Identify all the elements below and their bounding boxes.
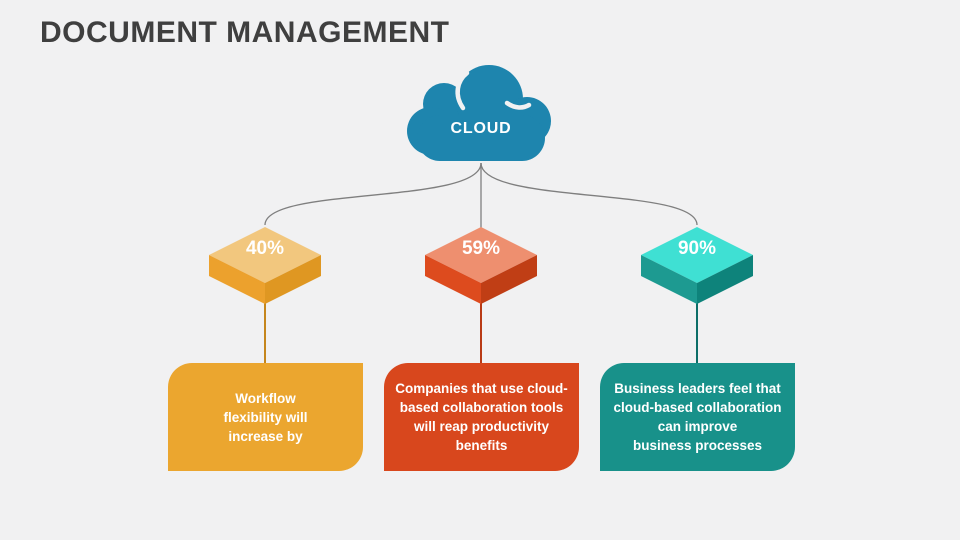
- percent-label-3: 90%: [677, 238, 717, 259]
- cloud-shape: [403, 60, 559, 164]
- cube-left-face: [209, 255, 265, 304]
- info-box-text: Business leaders feel that cloud-based c…: [613, 381, 782, 453]
- cube-90-percent: [641, 227, 753, 304]
- cube-59-percent: [425, 227, 537, 304]
- cloud-icon: [407, 65, 551, 161]
- connector-curve-left: [264, 162, 482, 226]
- info-box-text: Workflow flexibility will increase by: [223, 390, 308, 444]
- percent-label-1: 40%: [245, 238, 285, 259]
- cube-right-face: [265, 255, 321, 304]
- info-box-workflow: Workflow flexibility will increase by: [168, 363, 363, 471]
- cube-40-percent: [209, 227, 321, 304]
- cloud-swirl-detail: [455, 70, 470, 111]
- percent-label-2: 59%: [461, 238, 501, 259]
- page-title: DOCUMENT MANAGEMENT: [40, 16, 450, 49]
- cube-right-face: [481, 255, 537, 304]
- connector-curve-right: [480, 162, 698, 226]
- cube-left-face: [641, 255, 697, 304]
- cloud-label: CLOUD: [450, 120, 512, 137]
- info-box-text: Companies that use cloud- based collabor…: [395, 381, 568, 453]
- info-box-business-leaders: Business leaders feel that cloud-based c…: [600, 363, 795, 471]
- cube-right-face: [697, 255, 753, 304]
- info-box-companies: Companies that use cloud- based collabor…: [384, 363, 579, 471]
- cloud-notch-detail: [504, 100, 532, 110]
- cube-left-face: [425, 255, 481, 304]
